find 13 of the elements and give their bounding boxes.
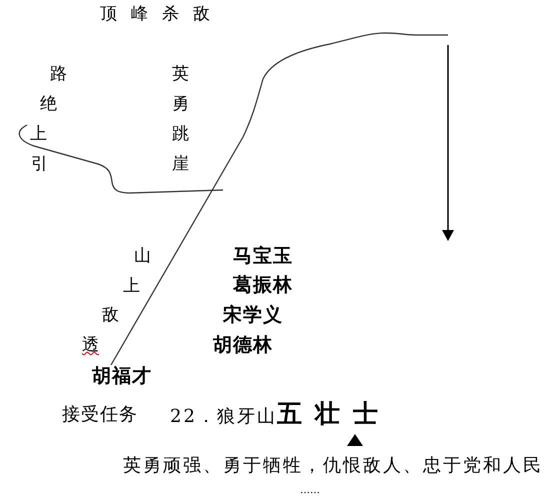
lesson-title: 22．狼牙山五壮士 [170, 401, 391, 430]
stage-label: 接受任务 [62, 405, 138, 425]
hero-name: 葛振林 [233, 275, 293, 296]
stage-label: 顶峰杀敌 [100, 5, 224, 24]
stage-label: 英勇跳崖 [172, 65, 189, 174]
stage-label: 路绝上引 [30, 65, 67, 174]
summary-text: 英勇顽强、勇于牺牲，仇恨敌人、忠于党和人民 [123, 456, 543, 476]
stage-label: 山上敌透 [82, 247, 151, 355]
ellipsis-text: …… [300, 485, 320, 496]
hero-name: 胡德林 [213, 335, 273, 356]
hero-name: 胡福才 [92, 366, 152, 387]
hero-name: 宋学义 [223, 305, 283, 326]
hero-name: 马宝玉 [233, 246, 293, 267]
